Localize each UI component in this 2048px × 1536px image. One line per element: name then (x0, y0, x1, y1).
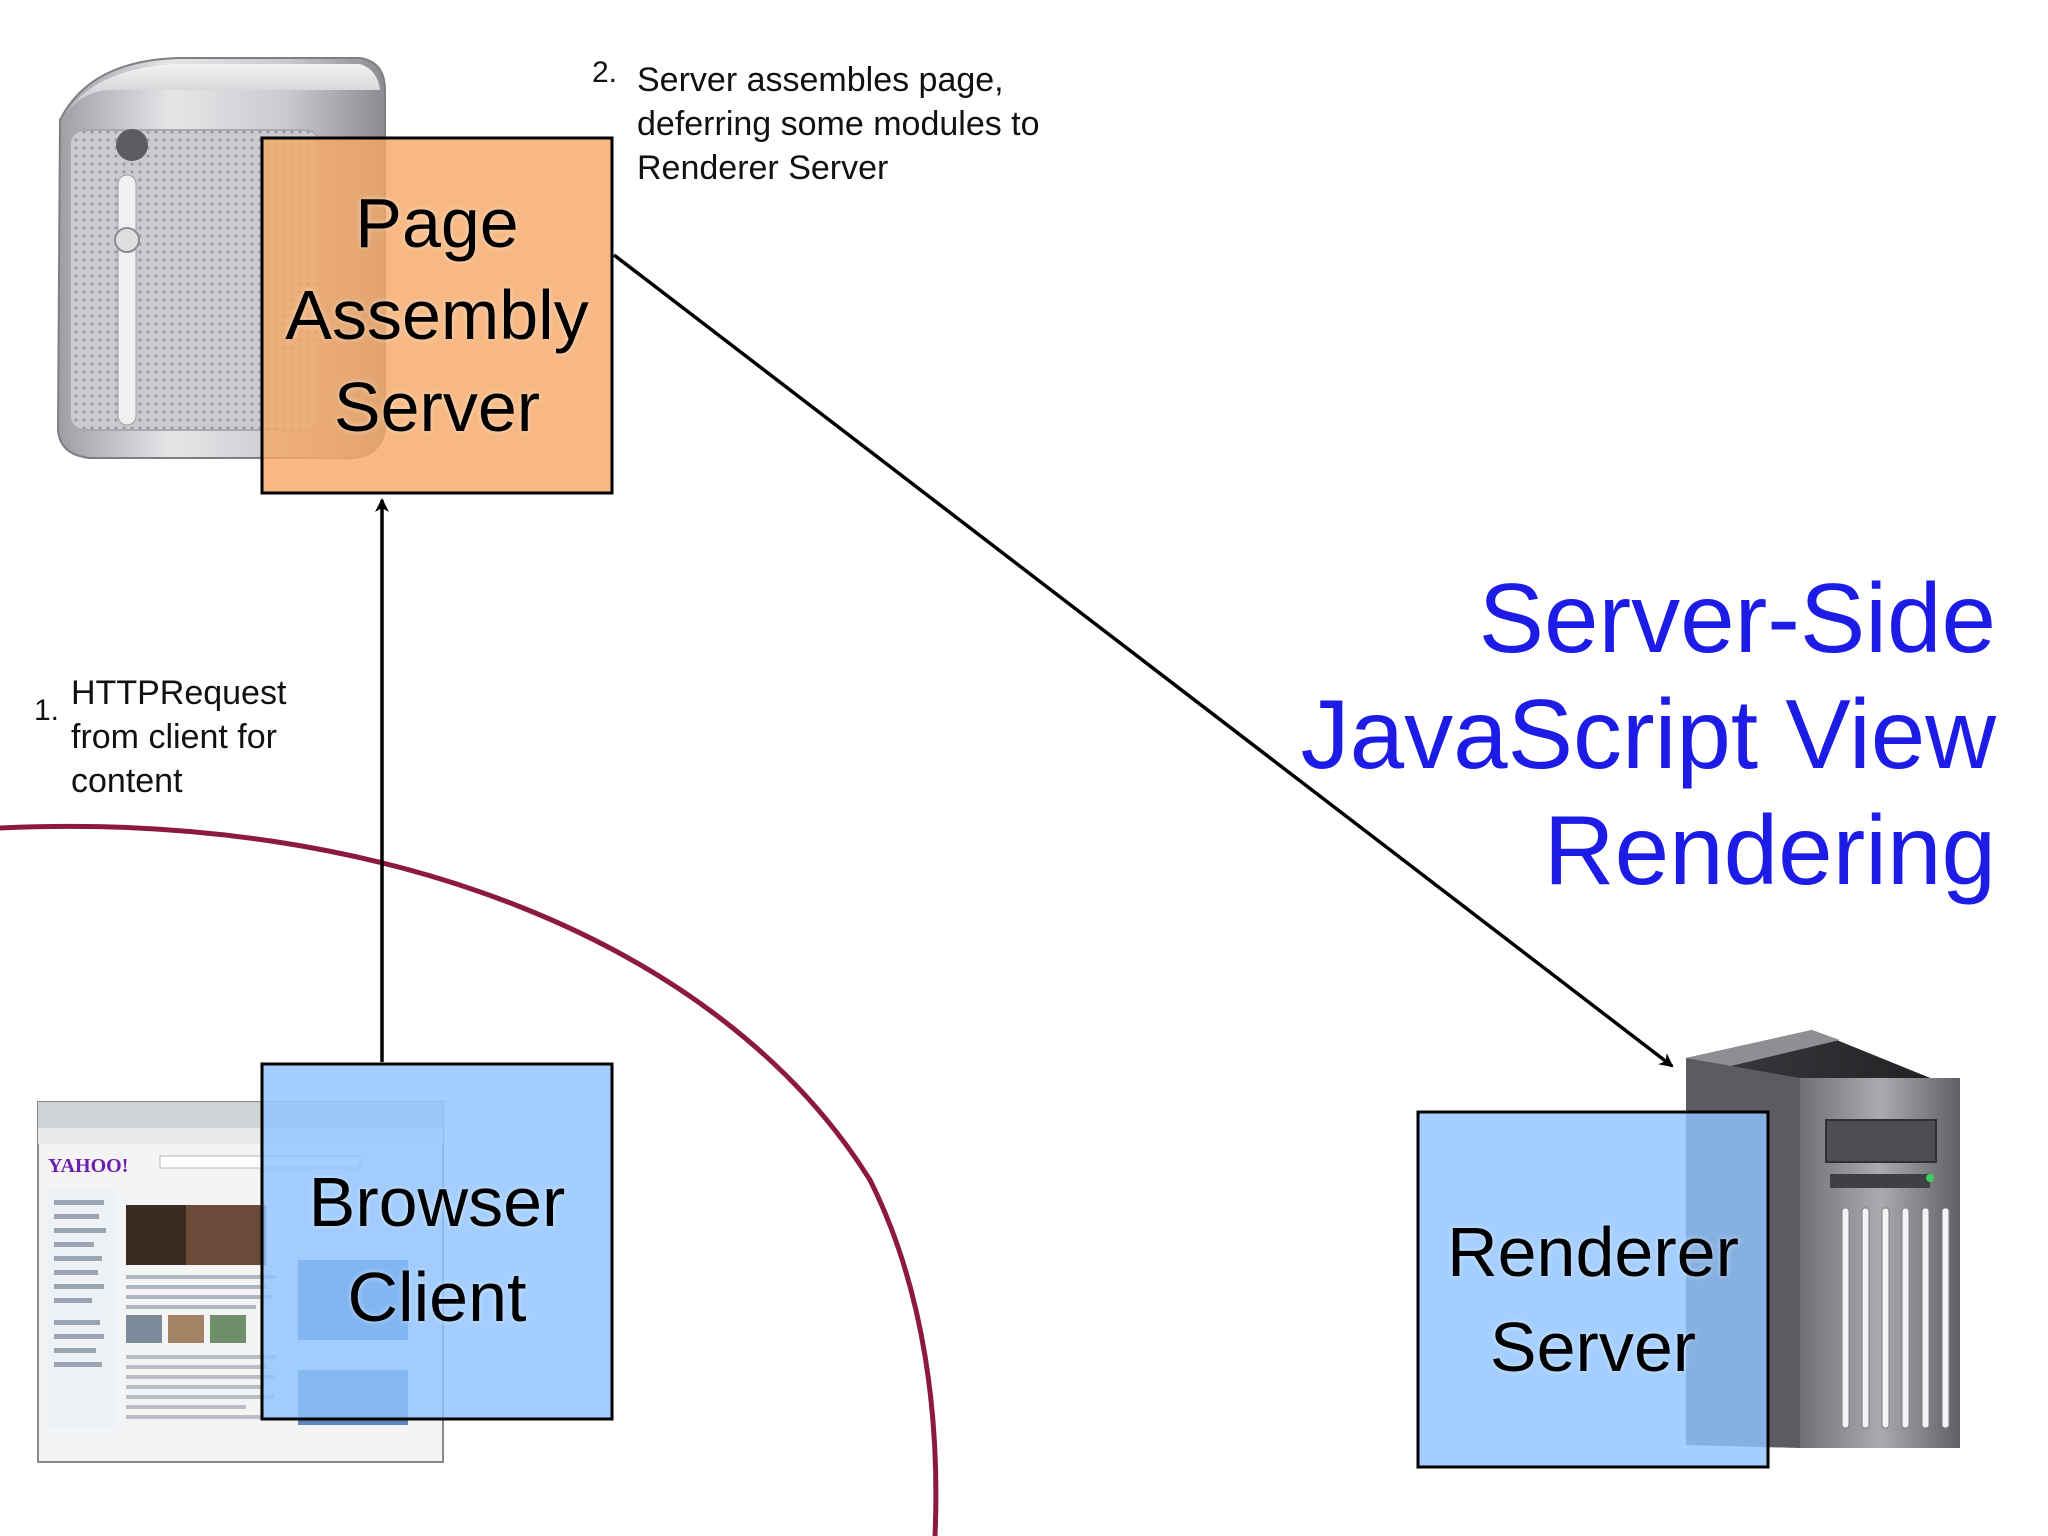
edge-page-assembly-to-renderer (612, 253, 1674, 1068)
diagram-title: Server-Side JavaScript View Rendering (1300, 563, 1996, 905)
step1-text: HTTPRequest from client for content (71, 674, 287, 800)
page-assembly-label: Page Assembly Server (285, 184, 589, 446)
renderer-label: Renderer Server (1447, 1213, 1739, 1386)
browser-client-box (260, 1062, 614, 1421)
step2-number: 2. (592, 56, 618, 89)
step2-text: Server assembles page, deferring some mo… (637, 61, 1040, 187)
renderer-box (1416, 1110, 1770, 1469)
boundary-curve (0, 823, 939, 1536)
browser-client-label: Browser Client (308, 1163, 566, 1336)
page-assembly-box (260, 136, 614, 495)
step1-number: 1. (34, 694, 60, 727)
svg-text:YAHOO!: YAHOO! (48, 1155, 128, 1177)
